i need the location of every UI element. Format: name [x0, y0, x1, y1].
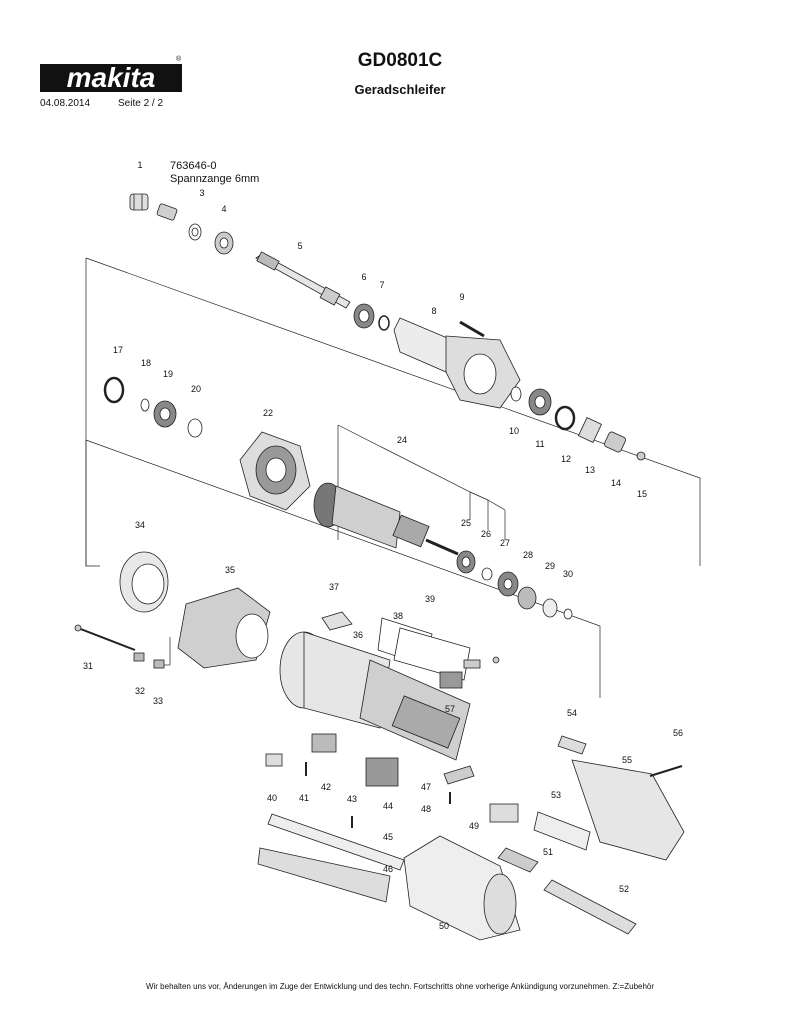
label-part-37: 37 — [329, 582, 339, 592]
collet-note: 763646-0 Spannzange 6mm — [170, 160, 259, 186]
part-36-motor-housing — [279, 631, 471, 761]
collet-part-number: 763646-0 — [170, 160, 217, 172]
label-part-7: 7 — [379, 280, 384, 290]
model-title: GD0801C — [357, 50, 443, 71]
label-part-25: 25 — [461, 518, 471, 528]
label-part-55: 55 — [622, 755, 632, 765]
label-part-36: 36 — [353, 630, 363, 640]
label-part-56: 56 — [673, 728, 683, 738]
label-part-48: 48 — [421, 804, 431, 814]
part-8-housing — [393, 317, 521, 409]
label-part-19: 19 — [163, 369, 173, 379]
label-part-52: 52 — [619, 884, 629, 894]
label-part-13: 13 — [585, 465, 595, 475]
label-part-42: 42 — [321, 782, 331, 792]
label-part-28: 28 — [523, 550, 533, 560]
part-22-baffle — [239, 431, 311, 511]
label-part-22: 22 — [263, 408, 273, 418]
label-part-1: 1 — [137, 160, 142, 170]
label-part-18: 18 — [141, 358, 151, 368]
collet-description: Spannzange 6mm — [170, 173, 260, 185]
label-part-50: 50 — [439, 921, 449, 931]
label-part-35: 35 — [225, 565, 235, 575]
part-50-rear-housing — [403, 835, 521, 941]
label-part-46: 46 — [383, 864, 393, 874]
label-part-30: 30 — [563, 569, 573, 579]
makita-logo: makita ® — [40, 55, 182, 93]
label-part-33: 33 — [153, 696, 163, 706]
label-part-10: 10 — [509, 426, 519, 436]
svg-text:makita: makita — [67, 62, 156, 93]
label-part-40: 40 — [267, 793, 277, 803]
label-part-4: 4 — [221, 204, 226, 214]
label-part-14: 14 — [611, 478, 621, 488]
label-part-44: 44 — [383, 801, 393, 811]
label-part-27: 27 — [500, 538, 510, 548]
label-part-31: 31 — [83, 661, 93, 671]
svg-text:®: ® — [176, 55, 182, 63]
document-date: 04.08.2014 — [40, 98, 91, 109]
footer-disclaimer: Wir behalten uns vor, Änderungen im Zuge… — [145, 982, 655, 991]
label-part-49: 49 — [469, 821, 479, 831]
label-part-34: 34 — [135, 520, 145, 530]
page-number: Seite 2 / 2 — [118, 98, 164, 109]
label-part-15: 15 — [637, 489, 647, 499]
label-part-57: 57 — [445, 704, 455, 714]
part-35-field — [177, 587, 271, 669]
label-part-41: 41 — [299, 793, 309, 803]
part-number-labels: 1 3 4 5 6 7 8 9 10 11 12 13 14 15 17 18 … — [83, 160, 683, 931]
label-part-43: 43 — [347, 794, 357, 804]
part-5-spindle — [255, 251, 351, 309]
label-part-12: 12 — [561, 454, 571, 464]
label-part-47: 47 — [421, 782, 431, 792]
label-part-39: 39 — [425, 594, 435, 604]
part-34-fan-guide — [119, 551, 169, 613]
label-part-5: 5 — [297, 241, 302, 251]
collet-part — [156, 203, 178, 221]
part-55-switch-housing — [571, 759, 685, 861]
part-24-armature — [313, 482, 459, 556]
label-part-53: 53 — [551, 790, 561, 800]
label-part-17: 17 — [113, 345, 123, 355]
label-part-26: 26 — [481, 529, 491, 539]
label-part-3: 3 — [199, 188, 204, 198]
label-part-54: 54 — [567, 708, 577, 718]
label-part-6: 6 — [361, 272, 366, 282]
label-part-9: 9 — [459, 292, 464, 302]
label-part-29: 29 — [545, 561, 555, 571]
label-part-32: 32 — [135, 686, 145, 696]
product-subtitle: Geradschleifer — [354, 82, 446, 97]
label-part-45: 45 — [383, 832, 393, 842]
label-part-20: 20 — [191, 384, 201, 394]
label-part-38: 38 — [393, 611, 403, 621]
label-part-24: 24 — [397, 435, 407, 445]
label-part-8: 8 — [431, 306, 436, 316]
label-part-51: 51 — [543, 847, 553, 857]
part-1-nut — [129, 193, 149, 211]
label-part-11: 11 — [535, 439, 544, 449]
